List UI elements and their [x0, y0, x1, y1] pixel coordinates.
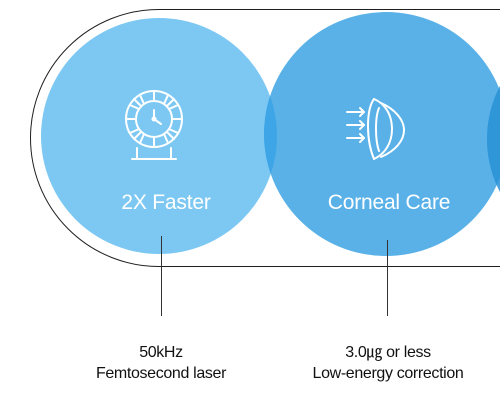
- cornea-arrows-icon: [346, 98, 405, 160]
- feature-title-corneal-care: Corneal Care: [327, 191, 451, 214]
- feature-circle-corneal-care: [264, 12, 500, 256]
- connector-line-speed: [161, 236, 162, 316]
- caption-corneal-care-line-1: 3.0㎍ or less: [345, 344, 431, 361]
- caption-speed-line-2: Femtosecond laser: [95, 365, 227, 382]
- caption-corneal-care-line-2: Low-energy correction: [312, 365, 464, 382]
- connector-line-corneal-care: [387, 240, 388, 316]
- caption-speed-line-1: 50kHz: [139, 344, 183, 361]
- speed-clock-icon: [125, 90, 183, 160]
- caption-speed: 50kHz Femtosecond laser: [76, 342, 246, 384]
- feature-title-speed: 2X Faster: [121, 191, 211, 214]
- caption-corneal-care: 3.0㎍ or less Low-energy correction: [294, 342, 482, 384]
